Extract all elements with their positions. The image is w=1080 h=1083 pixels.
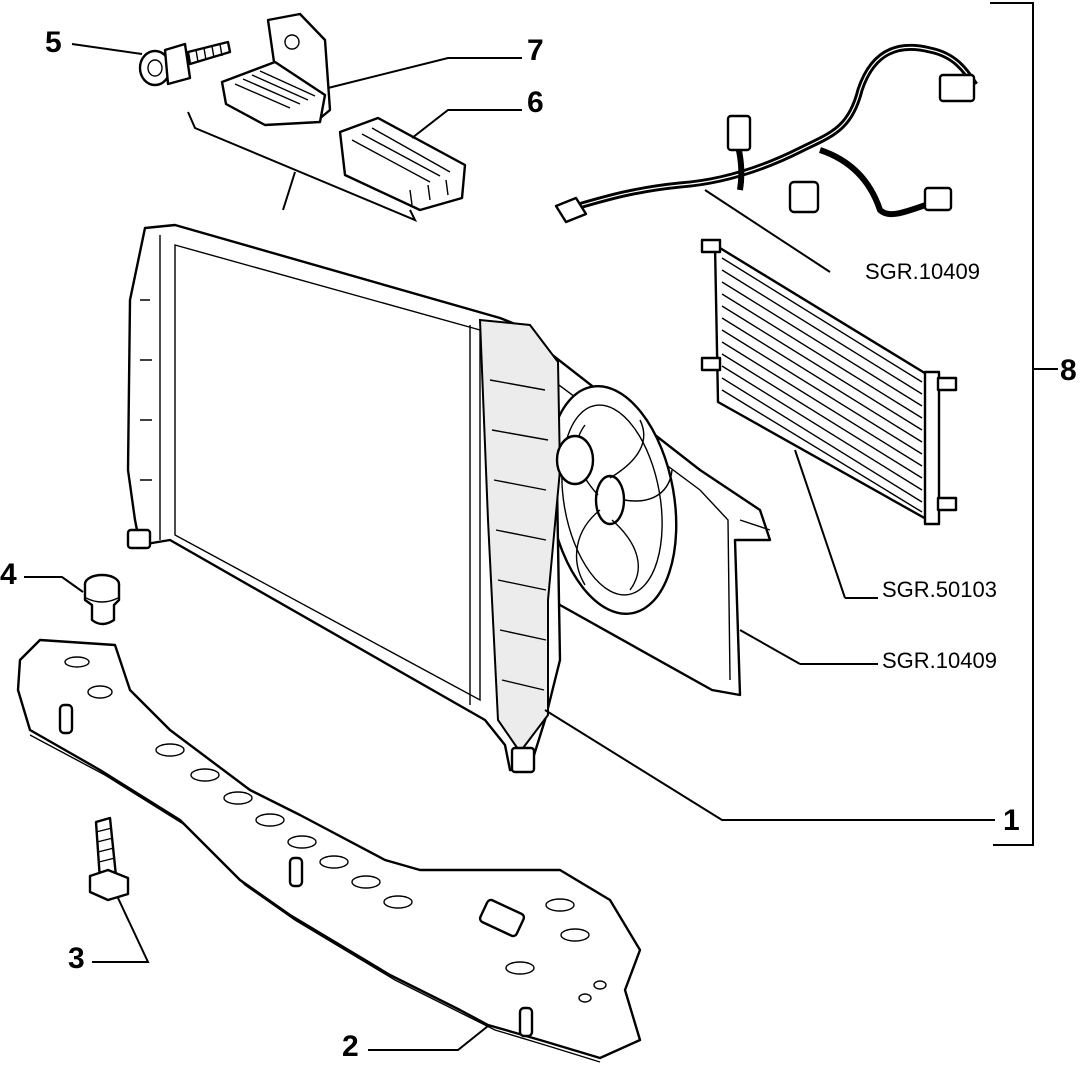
assembly-bracket-6-7 [187, 111, 418, 222]
bolt-with-washer-part [138, 40, 232, 87]
leader-bolt [92, 897, 150, 963]
radiator-part [126, 223, 595, 774]
callout-3: 3 [68, 942, 85, 975]
rubber-mount-part [338, 116, 467, 212]
callout-5: 5 [45, 26, 62, 59]
wiring-harness-part [554, 43, 978, 224]
callout-7: 7 [527, 34, 544, 67]
callout-8: 8 [1060, 354, 1077, 387]
mounting-bracket-part [220, 12, 332, 127]
leader-part-7 [327, 57, 522, 89]
ref-label-condenser: SGR.50103 [882, 577, 997, 602]
condenser-part [700, 238, 958, 526]
ref-label-fan-assembly: SGR.10409 [882, 648, 997, 673]
callout-2: 2 [342, 1030, 359, 1063]
leader-crossmember [368, 1025, 489, 1051]
leader-radiator [544, 709, 995, 821]
callout-1: 1 [1003, 804, 1020, 837]
bolt-part [88, 816, 130, 902]
ref-label-wiring-harness: SGR.10409 [865, 259, 980, 284]
leader-condenser-a [794, 449, 846, 599]
group-bracket-8 [990, 2, 1058, 846]
leader-part-5 [71, 43, 143, 55]
crossmember-part [16, 638, 642, 1063]
callout-4: 4 [0, 558, 17, 591]
callout-6: 6 [527, 86, 544, 119]
leader-fan [739, 629, 801, 665]
leader-part-6 [411, 109, 522, 139]
rubber-plug-part [83, 573, 121, 626]
leader-plug [24, 576, 84, 593]
leader-harness [704, 189, 831, 273]
